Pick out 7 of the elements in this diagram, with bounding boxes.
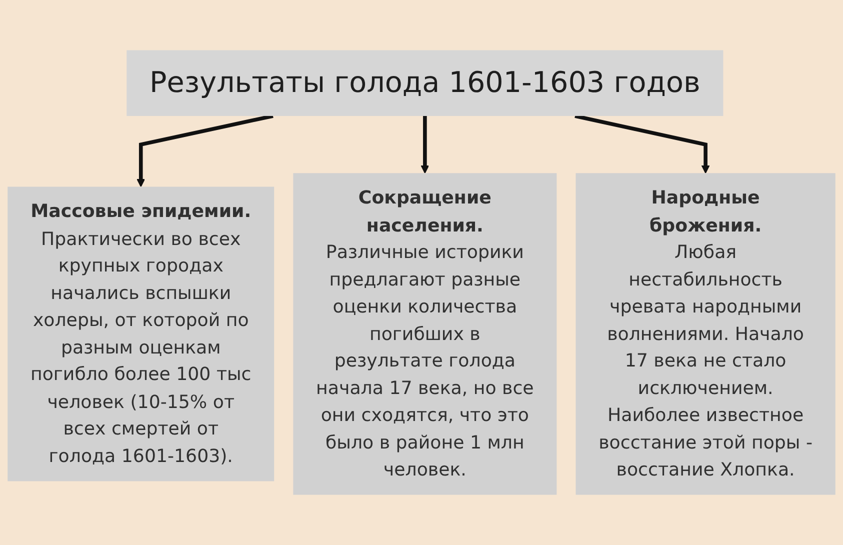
arrow — [420, 116, 430, 174]
text-card: Массовые эпидемии. Практически во всех крупных городах начались вспышки холеры, от которой по разным оценкам погибло более 100 тыс человек (10-15% от всех смертей от голода 1601-1603). — [8, 186, 274, 482]
text-card: Народные брожения. Любая нестабильность чревата народными волнениями. Начало 17 века не стало исключением. Наиболее известное восстание этой поры - восстание Хлопка. — [576, 173, 836, 495]
heading-box: Результаты голода 1601-1603 годов — [126, 50, 724, 116]
arrow — [136, 114, 274, 188]
text-card: Сокращение населения. Различные историки предлагают разные оценки количества погибших в результате голода начала 17 века, но все они сходятся, что это было в районе 1 млн человек. — [293, 173, 557, 495]
arrow — [574, 114, 710, 174]
